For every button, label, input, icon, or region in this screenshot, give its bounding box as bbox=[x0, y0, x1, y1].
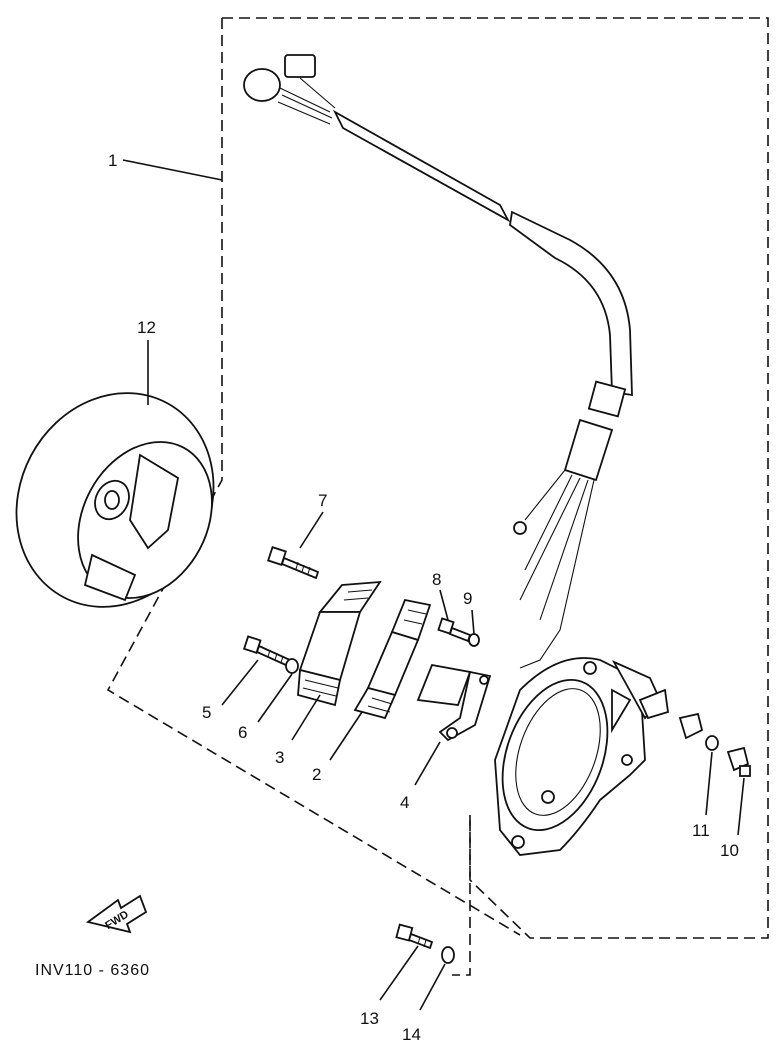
callout-8: 8 bbox=[432, 570, 441, 589]
screw-10 bbox=[726, 746, 751, 777]
callout-11: 11 bbox=[692, 821, 710, 840]
forward-arrow: FWD bbox=[85, 894, 148, 934]
callout-7: 7 bbox=[318, 491, 327, 510]
callout-2: 2 bbox=[312, 765, 321, 784]
source-coil-2 bbox=[353, 598, 432, 720]
screw-5 bbox=[242, 635, 292, 668]
callout-12: 12 bbox=[137, 318, 156, 337]
drawing-code: INV110 - 6360 bbox=[35, 962, 150, 979]
callout-1: 1 bbox=[108, 151, 117, 170]
assembly-boundary bbox=[222, 17, 769, 939]
screw-13 bbox=[395, 923, 434, 950]
callout-10: 10 bbox=[720, 841, 739, 860]
stator-plate bbox=[494, 657, 646, 856]
callout-13: 13 bbox=[360, 1009, 379, 1028]
flywheel-rotor bbox=[15, 392, 215, 608]
washer-9 bbox=[468, 633, 480, 647]
screw-7 bbox=[267, 546, 320, 580]
pickup-coil-4 bbox=[416, 663, 492, 742]
washer-14 bbox=[441, 946, 455, 964]
assembly-boundary-bottom bbox=[452, 815, 471, 976]
source-coil-3 bbox=[297, 580, 382, 707]
screw-8 bbox=[437, 617, 472, 643]
callout-9: 9 bbox=[463, 589, 472, 608]
wire-harness bbox=[243, 54, 633, 669]
callout-5: 5 bbox=[202, 703, 211, 722]
callout-6: 6 bbox=[238, 723, 247, 742]
lead-clamp bbox=[611, 660, 704, 740]
washer-6 bbox=[285, 658, 299, 674]
callout-3: 3 bbox=[275, 748, 284, 767]
callout-14: 14 bbox=[402, 1025, 421, 1044]
callout-4: 4 bbox=[400, 793, 409, 812]
washer-11 bbox=[705, 735, 719, 751]
